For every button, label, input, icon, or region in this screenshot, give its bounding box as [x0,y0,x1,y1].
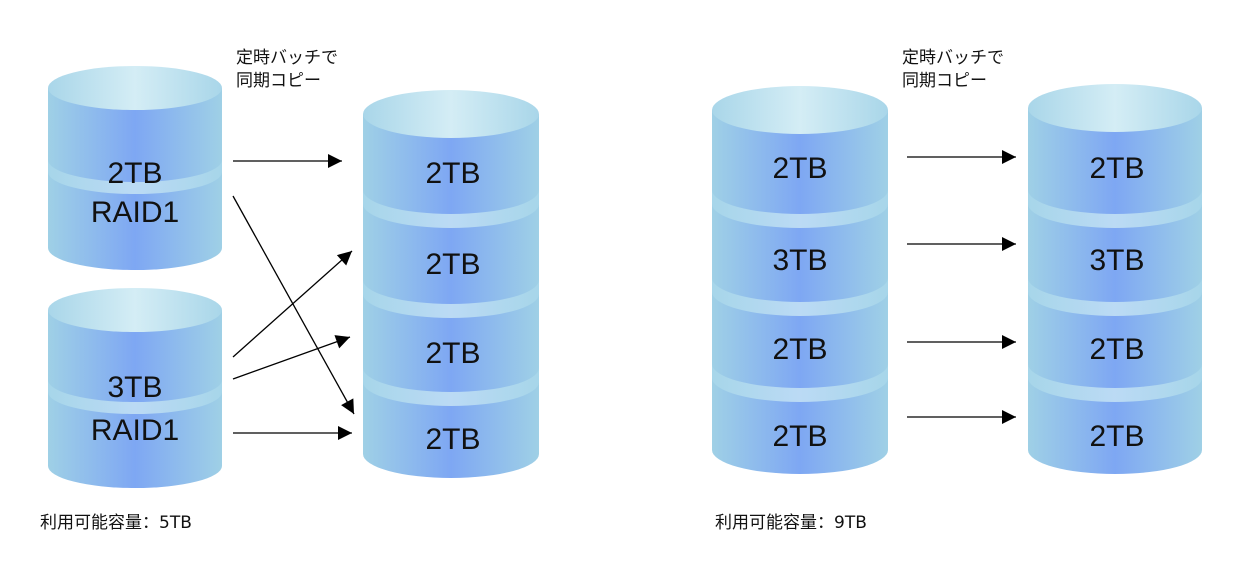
right-capacity: 利用可能容量：9TB [715,513,867,533]
right-target-2: 3TB [1089,244,1144,277]
arrow [232,195,355,415]
left-capacity: 利用可能容量：5TB [40,513,192,533]
left-source-1-size: 2TB [107,157,162,190]
right-arrows [907,150,1016,424]
left-note-line2: 同期コピー [236,71,321,91]
left-arrows [232,154,355,440]
left-source-disk-1: 2TB RAID1 [48,66,222,270]
arrow [232,250,353,358]
left-target-stack: 2TB 2TB 2TB 2TB [363,90,539,478]
left-source-1-raid: RAID1 [91,196,179,229]
right-source-4: 2TB [772,420,827,453]
left-target-4: 2TB [425,423,480,456]
right-target-1: 2TB [1089,152,1144,185]
left-target-3: 2TB [425,337,480,370]
right-source-1: 2TB [772,152,827,185]
right-target-4: 2TB [1089,420,1144,453]
left-source-disk-2: 3TB RAID1 [48,288,222,488]
right-note-line1: 定時バッチで [902,48,1004,68]
right-target-stack: 2TB 3TB 2TB 2TB [1028,84,1202,474]
left-group: 2TB RAID1 3TB RAID1 2TB 2TB 2TB 2TB 定時バッ… [40,48,539,533]
left-target-1: 2TB [425,157,480,190]
right-source-stack: 2TB 3TB 2TB 2TB [712,86,888,474]
left-source-2-size: 3TB [107,371,162,404]
right-group: 2TB 3TB 2TB 2TB 2TB 3TB 2TB 2TB 定時バッチで 同… [712,48,1202,533]
left-note-line1: 定時バッチで [236,48,338,68]
arrow [232,335,351,380]
right-source-2: 3TB [772,244,827,277]
left-source-2-raid: RAID1 [91,414,179,447]
right-note-line2: 同期コピー [902,71,987,91]
right-target-3: 2TB [1089,333,1144,366]
left-target-2: 2TB [425,248,480,281]
right-source-3: 2TB [772,333,827,366]
